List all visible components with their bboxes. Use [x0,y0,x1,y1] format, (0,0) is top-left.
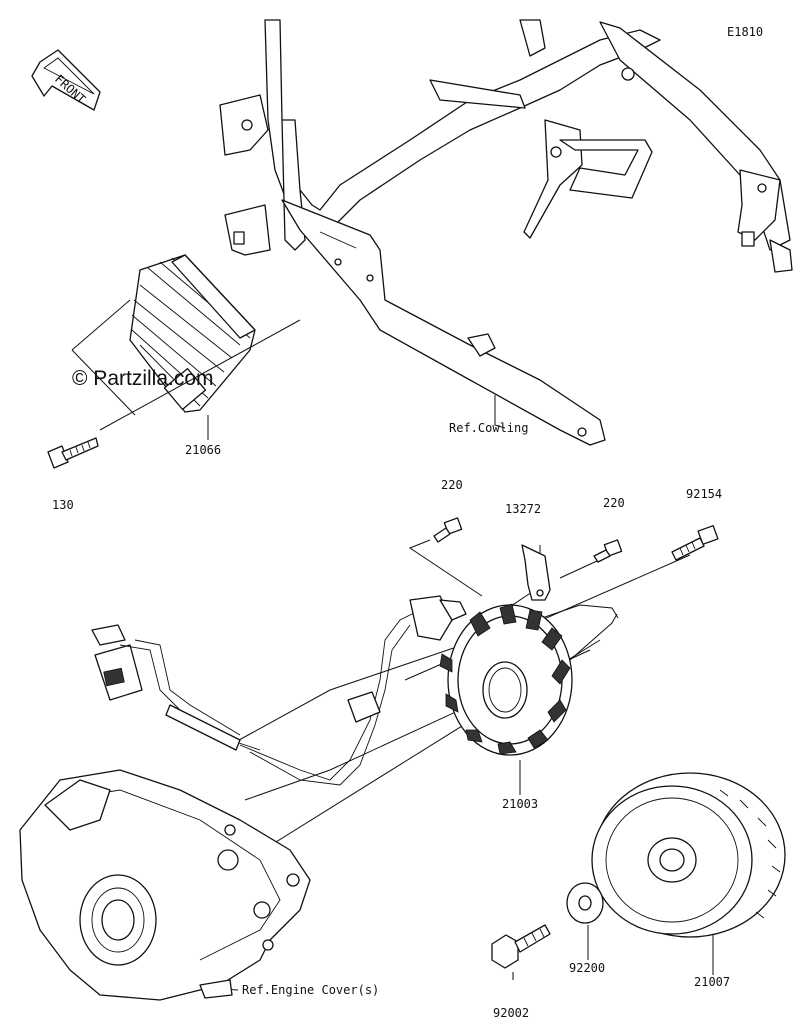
washer-92200 [566,882,604,924]
bolt-130 [47,437,99,469]
ref-engine-cover-label: Ref.Engine Cover(s) [242,983,379,997]
part-label-21007: 21007 [694,975,730,989]
rotor-21007 [591,772,786,938]
diagram-code: E1810 [727,25,763,39]
engine-cover [19,769,311,1001]
front-arrow-icon: FRONT [31,49,101,111]
bolt-92154 [671,525,719,561]
part-label-21003: 21003 [502,797,538,811]
part-label-92200: 92200 [569,961,605,975]
clamp-13272 [521,544,551,601]
part-label-130: 130 [52,498,74,512]
bolt-220-left [433,517,463,543]
watermark: © Partzilla.com [72,367,214,390]
part-label-21066: 21066 [185,443,221,457]
part-label-92002: 92002 [493,1006,529,1020]
wiring-harness [91,595,467,786]
part-label-13272: 13272 [505,502,541,516]
part-label-220-right: 220 [603,496,625,510]
bolt-220-right [593,539,623,563]
bolt-92002 [491,924,551,969]
stator-21003 [439,603,573,756]
part-label-92154: 92154 [686,487,722,501]
frame-bracket [219,19,793,446]
regulator-21066 [129,254,256,413]
part-label-220-left: 220 [441,478,463,492]
ref-cowling-label: Ref.Cowling [449,421,528,435]
